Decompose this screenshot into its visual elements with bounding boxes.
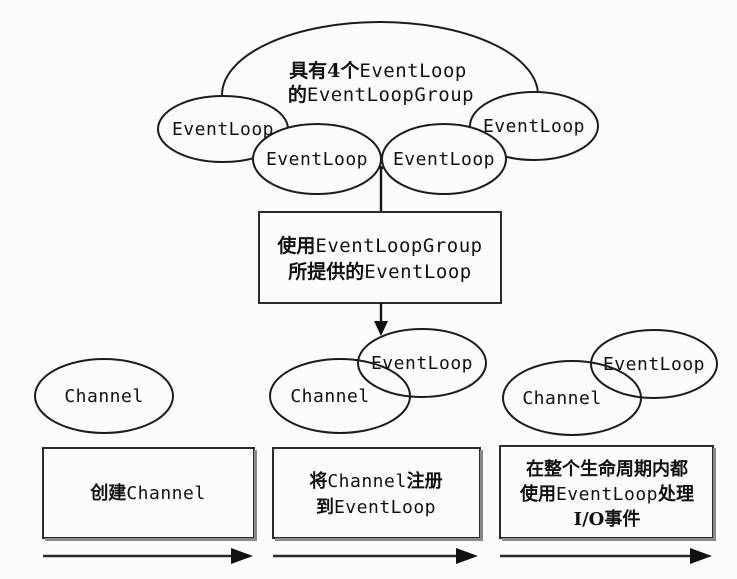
step1-text-line1: 创建Channel <box>89 482 205 504</box>
use-box-line2-cjk-segment: 所提供的 <box>288 260 364 283</box>
step3-text-line2: 使用EventLoop处理 <box>519 483 694 505</box>
step2-line1-code-segment: Channel <box>327 471 406 492</box>
step2-eventloop-ellipse <box>357 328 487 398</box>
use-box-line2: 所提供的EventLoop <box>288 260 471 283</box>
step3-line3-cjk-segment: I/O事件 <box>574 508 641 530</box>
step3-box-shadow <box>502 448 716 541</box>
step2-line1-cjk2-segment: 注册 <box>407 470 443 492</box>
step2-line2-code-segment: EventLoop <box>334 497 436 518</box>
eventloopgroup-title-line1: 具有4个EventLoop <box>289 59 467 82</box>
eventloop-label-center-left: EventLoop <box>266 149 368 170</box>
step2-timeline-arrowhead-icon <box>456 548 478 564</box>
step3-text-line3: I/O事件 <box>574 508 641 530</box>
title-line2-cjk-segment: 的 <box>288 83 307 106</box>
use-eventloop-box <box>258 211 502 304</box>
eventloop-label-right: EventLoop <box>483 116 585 137</box>
title-line1-cjk-segment: 具有4个 <box>289 59 360 82</box>
use-box-line1-cjk-segment: 使用 <box>276 235 315 257</box>
step2-channel-label: Channel <box>290 386 369 407</box>
step1-channel-label: Channel <box>64 386 143 407</box>
step1-box-shadow <box>45 450 257 541</box>
use-box-line2-code-segment: EventLoop <box>364 261 471 283</box>
step3-eventloop-ellipse <box>590 329 718 399</box>
eventloop-label-left: EventLoop <box>172 119 274 140</box>
step3-line2-cjk2-segment: 处理 <box>657 483 694 505</box>
step3-line1-cjk-segment: 在整个生命周期内都 <box>526 458 688 480</box>
step3-text-line1: 在整个生命周期内都 <box>526 458 688 480</box>
step1-box <box>42 447 255 539</box>
step1-timeline-arrowhead-icon <box>231 548 253 564</box>
step3-eventloop-label: EventLoop <box>603 354 705 375</box>
eventloop-ellipse-right <box>469 91 599 161</box>
step3-timeline-arrowhead-icon <box>690 548 712 564</box>
step1-channel-ellipse <box>34 358 174 434</box>
step2-line1-cjk-segment: 将 <box>309 470 327 492</box>
eventloop-ellipse-center-right <box>381 123 507 195</box>
step1-line1-code-segment: Channel <box>126 483 205 504</box>
eventloop-label-center-right: EventLoop <box>393 149 495 170</box>
step2-box-shadow <box>275 450 483 541</box>
step1-line1-cjk-segment: 创建 <box>89 482 126 504</box>
step2-channel-ellipse <box>269 358 411 434</box>
step3-channel-ellipse <box>502 360 642 436</box>
box-to-eventloop-arrowhead-icon <box>374 321 388 336</box>
use-box-line1-code-segment: EventLoopGroup <box>315 235 482 257</box>
step3-line2-cjk-segment: 使用 <box>519 484 556 505</box>
step2-eventloop-label: EventLoop <box>371 353 473 374</box>
step2-text-line1: 将Channel注册 <box>309 470 442 492</box>
step2-box <box>272 447 481 539</box>
step3-channel-label: Channel <box>522 388 601 409</box>
step3-line2-code-segment: EventLoop <box>556 484 658 505</box>
title-line1-code-segment: EventLoop <box>359 60 466 82</box>
eventloopgroup-title-line2: 的EventLoopGroup <box>288 83 474 106</box>
use-box-line1: 使用EventLoopGroup <box>276 235 482 257</box>
step2-text-line2: 到EventLoop <box>316 497 436 518</box>
title-line2-code-segment: EventLoopGroup <box>307 84 474 106</box>
step2-line2-cjk-segment: 到 <box>316 497 334 518</box>
